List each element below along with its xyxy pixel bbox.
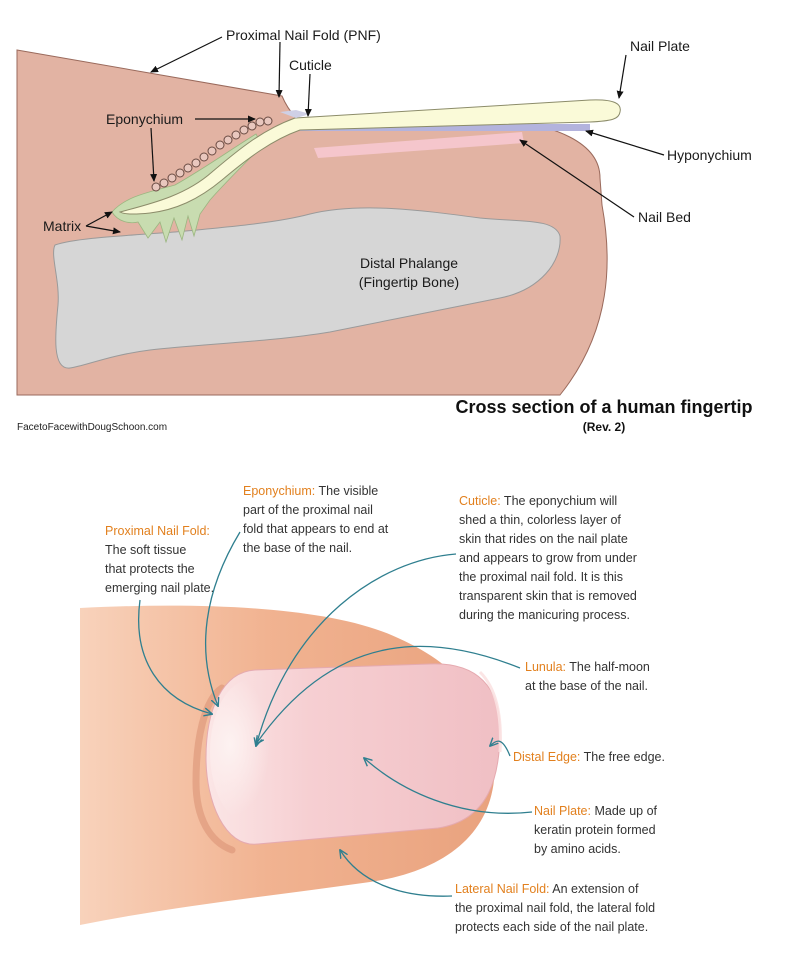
nail-plate-leader-line	[616, 54, 627, 99]
diagram-revision: (Rev. 2)	[583, 420, 625, 434]
callout-text-line: that protects the	[105, 562, 195, 576]
lunula	[210, 680, 290, 824]
bone-label-line1: Distal Phalange	[360, 255, 458, 271]
callout-text-line: skin that rides on the nail plate	[459, 532, 628, 546]
callout-term: Distal Edge:	[513, 750, 581, 764]
callout-distal-edge: Distal Edge: The free edge.	[513, 748, 713, 767]
callout-text-line: keratin protein formed	[534, 823, 656, 837]
callout-proximal-nail-fold: Proximal Nail Fold: The soft tissue that…	[105, 522, 255, 598]
callout-text-line: The eponychium will	[500, 494, 618, 508]
callout-text-line: transparent skin that is removed	[459, 589, 637, 603]
callout-term: Proximal Nail Fold:	[105, 524, 210, 538]
proximal-fold-leader	[138, 599, 212, 714]
callout-lunula: Lunula: The half-moon at the base of the…	[525, 658, 715, 696]
eponychium-label: Eponychium	[106, 111, 183, 127]
diagram-title: Cross section of a human fingertip	[455, 397, 752, 417]
nail-bed-label: Nail Bed	[638, 209, 691, 225]
callout-text-line: by amino acids.	[534, 842, 621, 856]
illustration-leader-lines	[138, 531, 533, 897]
eponychium-dots	[151, 116, 273, 192]
pnf-label: Proximal Nail Fold (PNF)	[226, 27, 381, 43]
callout-text-line: during the manicuring process.	[459, 608, 630, 622]
callout-text-line: the base of the nail.	[243, 541, 353, 555]
matrix-leader-line-2	[85, 225, 121, 235]
pnf-leader-line-2	[275, 41, 283, 98]
lunula-leader	[256, 645, 521, 744]
source-credit: FacetoFacewithDougSchoon.com	[17, 422, 167, 433]
matrix-label: Matrix	[43, 218, 81, 234]
callout-cuticle: Cuticle: The eponychium will shed a thin…	[459, 492, 699, 625]
callout-lateral-nail-fold: Lateral Nail Fold: An extension of the p…	[455, 880, 705, 937]
callout-text-line: shed a thin, colorless layer of	[459, 513, 621, 527]
hyponychium-label: Hyponychium	[667, 147, 752, 163]
nail-bed-leader-line	[519, 139, 635, 218]
callout-text-line: part of the proximal nail	[243, 503, 373, 517]
nail-plate	[118, 99, 621, 215]
callout-text-line: emerging nail plate.	[105, 581, 215, 595]
callout-text-line: the proximal nail fold, the lateral fold	[455, 901, 656, 915]
callout-text-line: fold that appears to end at	[243, 522, 389, 536]
distal-phalange-bone	[53, 207, 561, 369]
callout-text-line: The soft tissue	[105, 543, 187, 557]
callout-text-line: An extension of	[549, 882, 639, 896]
cuticle-leader-line	[304, 73, 312, 117]
callout-term: Nail Plate:	[534, 804, 591, 818]
callout-term: Cuticle:	[459, 494, 501, 508]
cuticle-leader	[256, 553, 457, 746]
matrix-leader-line	[85, 211, 113, 227]
callout-text-line: The half-moon	[566, 660, 650, 674]
callout-term: Lunula:	[525, 660, 567, 674]
callout-text-line: and appears to grow from under	[459, 551, 637, 565]
nail-plate-label: Nail Plate	[630, 38, 690, 54]
callout-text-line: The visible	[315, 484, 379, 498]
distal-edge	[478, 670, 502, 753]
pnf-leader-line	[150, 36, 223, 73]
nail-plate-leader	[364, 758, 533, 814]
callout-term: Lateral Nail Fold:	[455, 882, 550, 896]
callout-text-line: Made up of	[590, 804, 657, 818]
hyponychium-leader-line	[585, 129, 665, 156]
bone-label-line2: (Fingertip Bone)	[359, 274, 459, 290]
callout-text-line: The free edge.	[580, 750, 665, 764]
nail-bed	[314, 132, 524, 158]
callout-term: Eponychium:	[243, 484, 316, 498]
callout-nail-plate: Nail Plate: Made up of keratin protein f…	[534, 802, 714, 859]
cuticle-label: Cuticle	[289, 57, 332, 73]
callout-text-line: protects each side of the nail plate.	[455, 920, 649, 934]
callout-text-line: at the base of the nail.	[525, 679, 649, 693]
cuticle-layer	[280, 110, 310, 118]
cross-section-diagram: Proximal Nail Fold (PNF) Cuticle Nail Pl…	[16, 27, 753, 434]
fingertip-illustration	[80, 605, 502, 925]
lateral-fold-leader	[340, 850, 453, 897]
eponychium-leader	[204, 531, 241, 706]
callout-text-line: the proximal nail fold. It is this	[459, 570, 623, 584]
cross-section-leader-lines	[85, 36, 665, 235]
distal-edge-leader	[490, 741, 511, 757]
eponychium-leader-line-2	[150, 127, 158, 182]
callout-eponychium: Eponychium: The visible part of the prox…	[243, 482, 443, 558]
proximal-nail-fold-ridge	[192, 684, 236, 854]
